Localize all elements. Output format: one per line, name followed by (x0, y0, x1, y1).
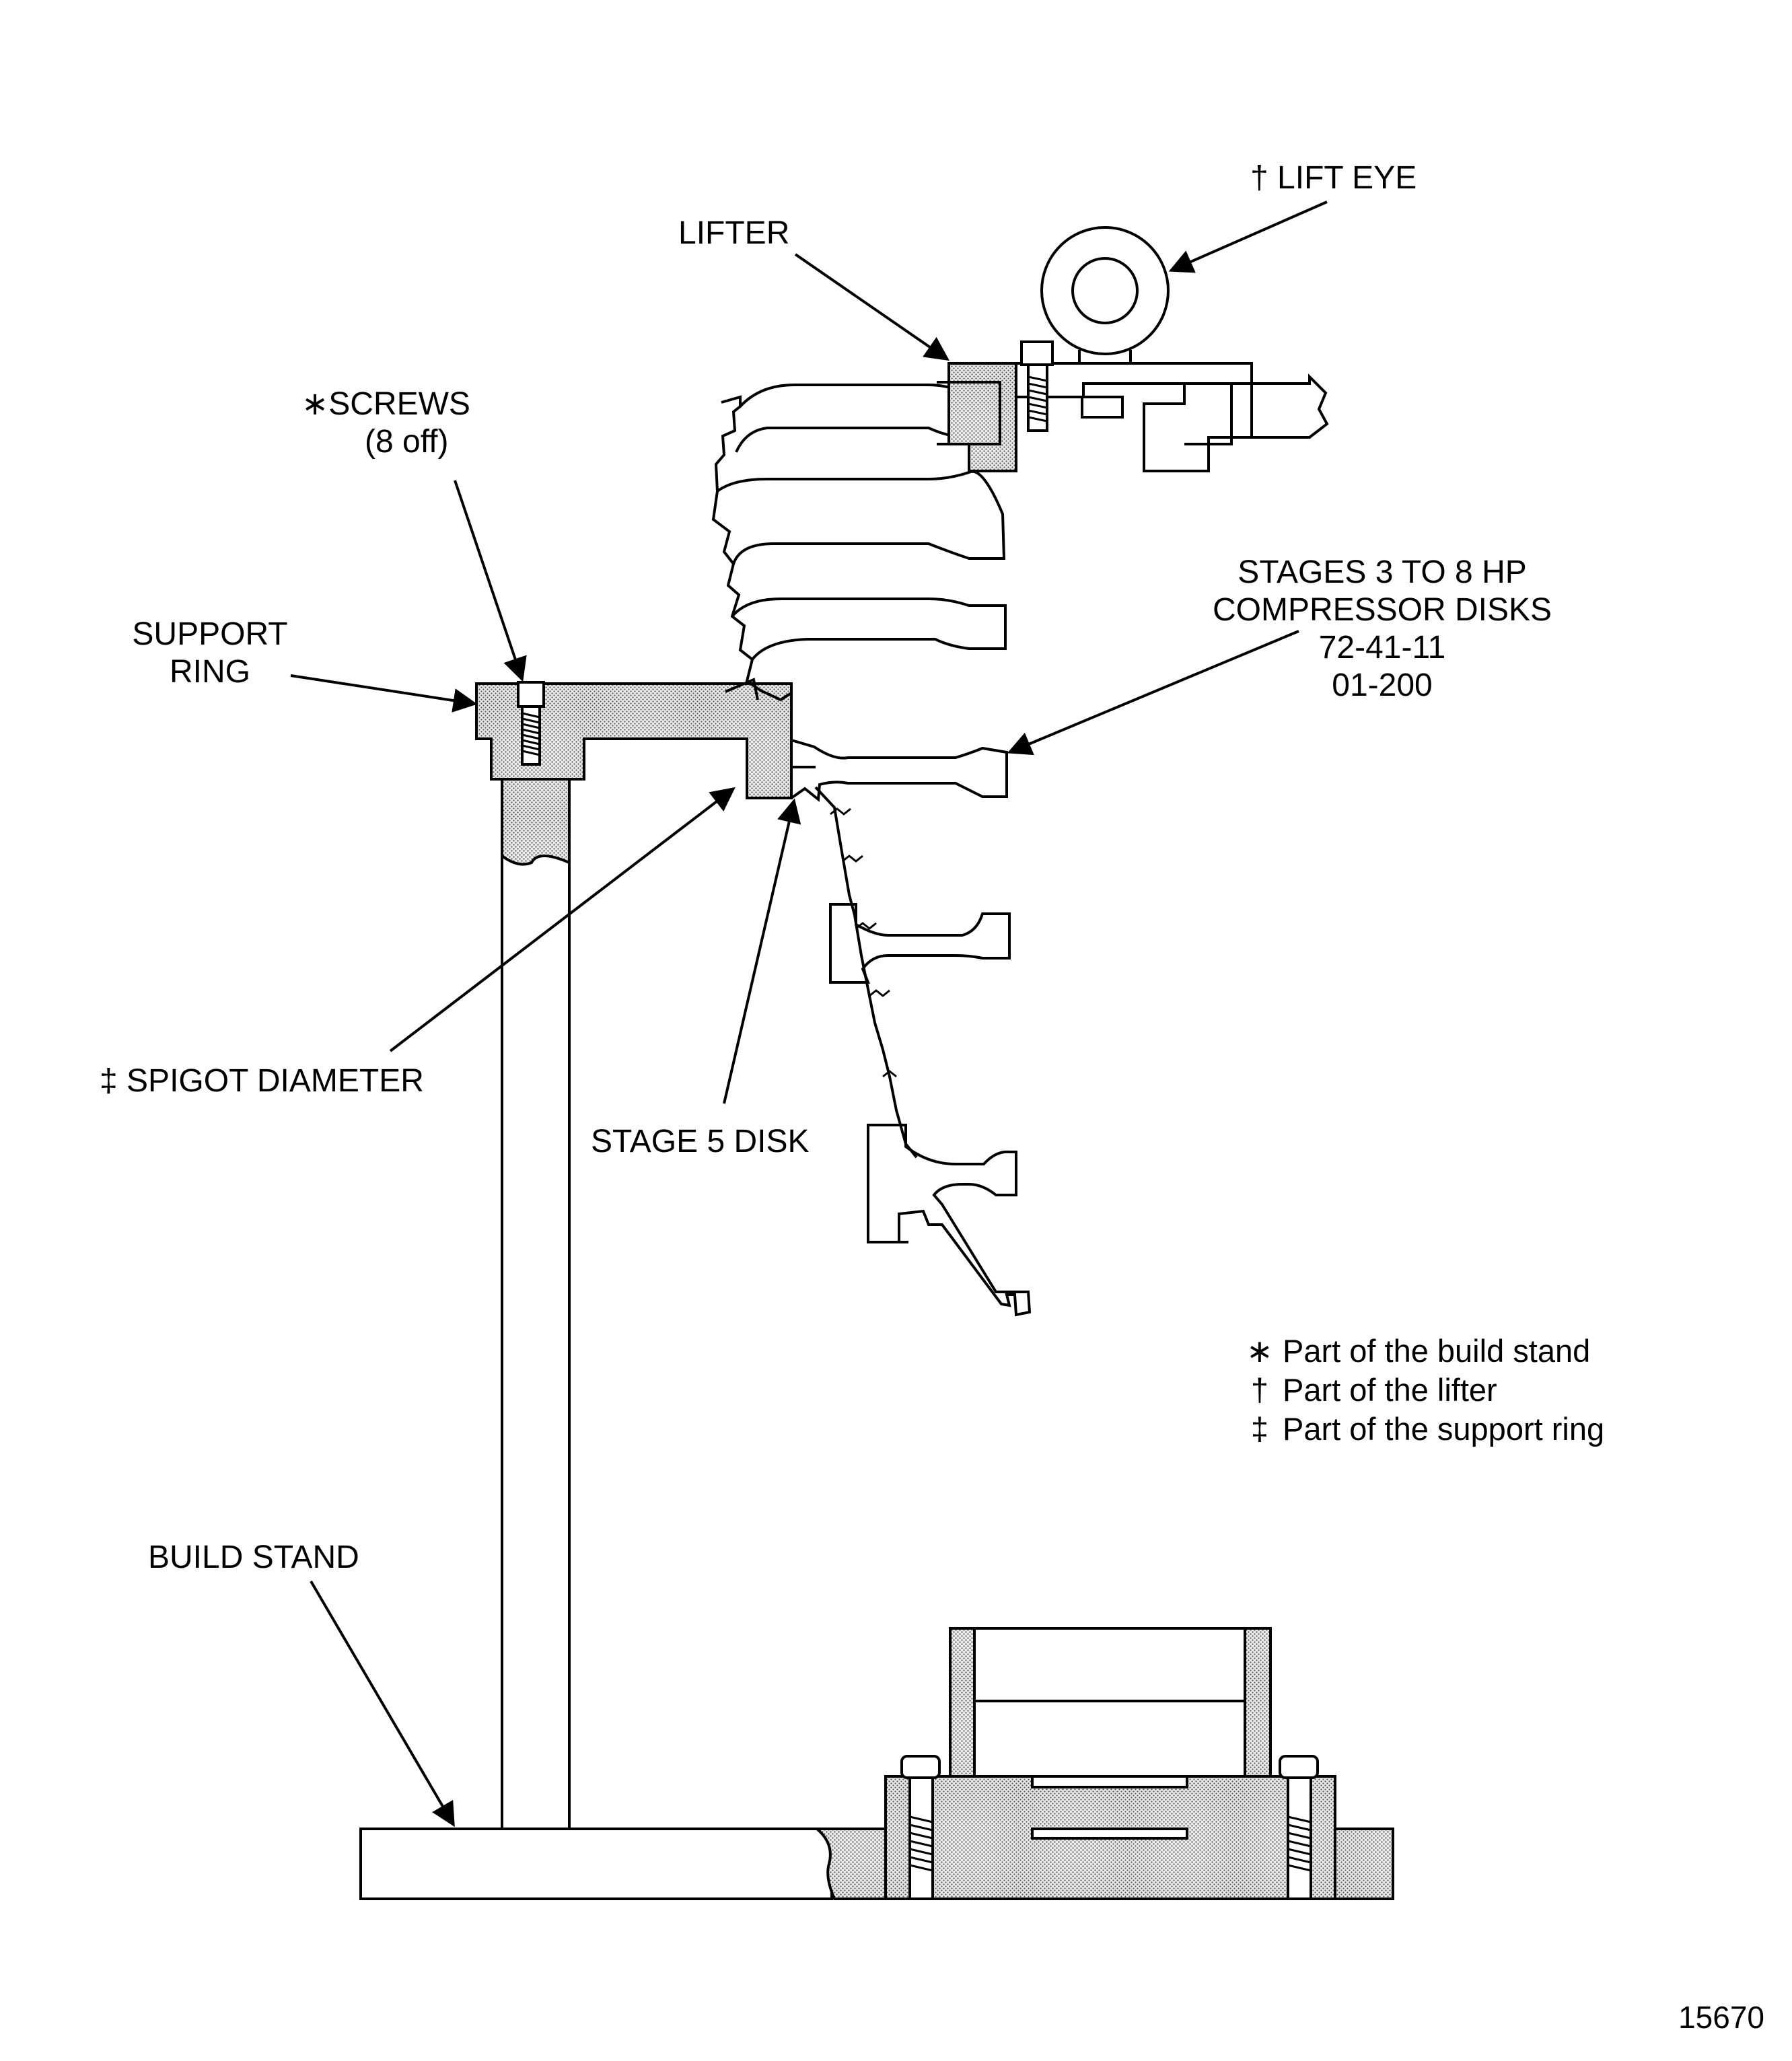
stages-ref-label: 72-41-11 (1319, 630, 1446, 665)
build-stand-label: BUILD STAND (148, 1540, 359, 1575)
stage5-disk-label: STAGE 5 DISK (591, 1124, 810, 1159)
legend-text: Part of the build stand (1283, 1333, 1590, 1369)
stages-ref-label-2: 01-200 (1332, 667, 1432, 703)
lifter (937, 340, 1329, 472)
support-ring-label: SUPPORT (132, 616, 287, 652)
support-ring (475, 681, 793, 799)
legend: ∗ Part of the build stand † Part of the … (1246, 1333, 1604, 1447)
legend-text: Part of the lifter (1283, 1372, 1497, 1408)
build-stand-column (501, 772, 571, 1830)
leader-lines (290, 201, 1328, 1828)
stages-label: STAGES 3 TO 8 HP (1238, 554, 1527, 590)
screws-quantity-label: (8 off) (365, 424, 449, 460)
callout-labels: † LIFT EYE LIFTER ∗SCREWS (8 off) SUPPOR… (100, 160, 1552, 1575)
legend-text: Part of the support ring (1283, 1411, 1604, 1447)
spigot-diameter-label: ‡ SPIGOT DIAMETER (100, 1063, 424, 1099)
legend-symbol: ‡ (1251, 1411, 1268, 1447)
screws-label: ∗SCREWS (301, 386, 470, 422)
support-ring-label-2: RING (170, 654, 250, 690)
stages-label-2: COMPRESSOR DISKS (1213, 592, 1552, 628)
lift-eye-label: † LIFT EYE (1250, 160, 1417, 196)
lifter-label: LIFTER (678, 215, 789, 251)
legend-symbol: † (1251, 1372, 1268, 1408)
legend-symbol: ∗ (1246, 1333, 1273, 1369)
compressor-disks (711, 384, 1032, 1317)
figure-number: 15670 (1678, 2000, 1764, 2035)
base-fixture (884, 1627, 1336, 1900)
lift-eye (1040, 226, 1170, 365)
